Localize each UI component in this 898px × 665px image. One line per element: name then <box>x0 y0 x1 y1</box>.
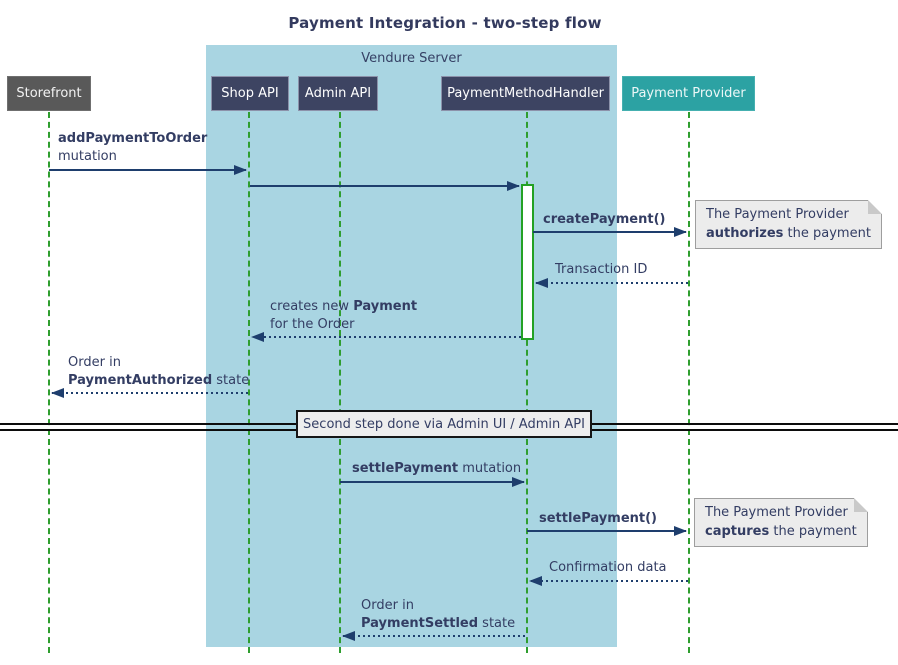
lifeline-payment-method-handler <box>526 112 528 653</box>
vendure-server-container <box>206 45 617 647</box>
text-run: settlePayment() <box>539 511 657 526</box>
text-run: Order in <box>361 598 414 613</box>
text-run: state <box>478 616 516 631</box>
text-run: Order in <box>68 355 121 370</box>
vendure-server-label: Vendure Server <box>361 51 462 66</box>
text-run: mutation <box>458 461 522 476</box>
participant-label: PaymentMethodHandler <box>447 86 604 101</box>
text-run: state <box>212 373 250 388</box>
text-run: The Payment Provider <box>706 207 849 222</box>
text-run: PaymentAuthorized <box>68 373 213 388</box>
note-captures: The Payment Provider captures the paymen… <box>694 498 868 547</box>
text-run: settlePayment <box>352 461 459 476</box>
message-label-create-payment: createPayment() <box>543 211 665 229</box>
participant-label: Admin API <box>304 86 372 101</box>
lifeline-payment-provider <box>688 112 690 653</box>
lifeline-storefront <box>48 112 50 653</box>
participant-payment-provider: Payment Provider <box>622 76 755 111</box>
message-label-settle-mutation: settlePayment mutation <box>352 460 521 478</box>
divider-label: Second step done via Admin UI / Admin AP… <box>303 416 585 432</box>
message-label-confirmation: Confirmation data <box>549 559 667 577</box>
note-authorizes: The Payment Provider authorizes the paym… <box>695 200 882 249</box>
text-run: Payment <box>353 299 418 314</box>
participant-label: Payment Provider <box>631 86 746 101</box>
text-run: addPaymentToOrder <box>58 131 208 146</box>
message-label-creates-payment: creates new Payment for the Order <box>270 298 417 334</box>
text-run: Confirmation data <box>549 560 667 575</box>
participant-label: Shop API <box>221 86 279 101</box>
lifeline-admin-api <box>339 112 341 653</box>
text-run: the payment <box>783 226 871 241</box>
message-label-settle-call: settlePayment() <box>539 510 657 528</box>
divider: Second step done via Admin UI / Admin AP… <box>296 410 592 438</box>
text-run: mutation <box>58 149 117 164</box>
participant-payment-method-handler: PaymentMethodHandler <box>441 76 610 111</box>
message-label-transaction-id: Transaction ID <box>555 261 647 279</box>
participant-shop-api: Shop API <box>211 76 289 111</box>
participant-storefront: Storefront <box>7 76 91 111</box>
participant-label: Storefront <box>16 86 82 101</box>
lifeline-shop-api <box>248 112 250 653</box>
text-run: The Payment Provider <box>705 505 848 520</box>
text-run: authorizes <box>706 226 784 241</box>
message-label-order-settled: Order in PaymentSettled state <box>361 597 515 633</box>
text-run: PaymentSettled <box>361 616 479 631</box>
text-run: createPayment() <box>543 212 666 227</box>
message-label-add-payment: addPaymentToOrder mutation <box>58 130 207 166</box>
activation-bar <box>521 184 534 340</box>
participant-admin-api: Admin API <box>298 76 378 111</box>
text-run: for the Order <box>270 317 355 332</box>
text-run: captures <box>705 524 770 539</box>
text-run: Transaction ID <box>555 262 648 277</box>
diagram-title: Payment Integration - two-step flow <box>288 14 602 32</box>
text-run: the payment <box>769 524 857 539</box>
text-run: creates new <box>270 299 354 314</box>
message-label-order-authorized: Order in PaymentAuthorized state <box>68 354 249 390</box>
